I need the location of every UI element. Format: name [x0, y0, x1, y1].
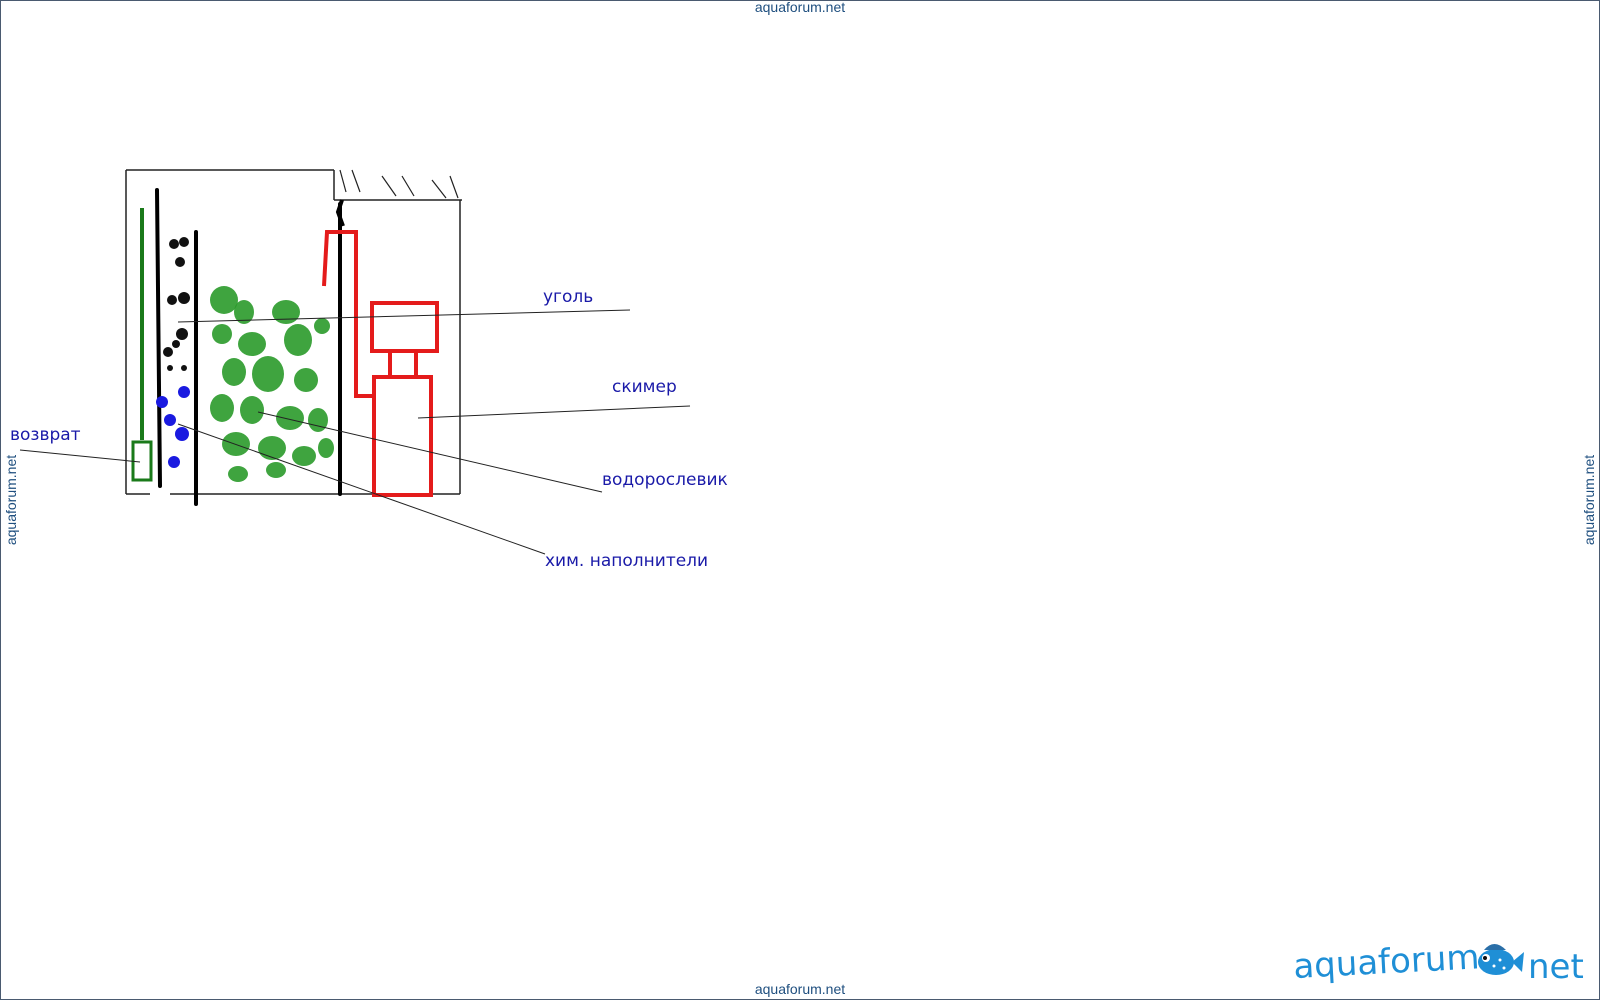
watermark-top: aquaforum.net [754, 0, 846, 15]
label-coal: уголь [543, 287, 593, 307]
skimmer [322, 230, 439, 497]
logo-word-aquaforum: aquaforum [1292, 937, 1480, 987]
leader-lines [19, 309, 691, 555]
chem-media [156, 386, 190, 468]
algae-refugium [210, 286, 334, 482]
return-pump [131, 208, 153, 482]
aquaforum-logo: aquaforum net [1292, 937, 1584, 987]
label-return: возврат [10, 425, 81, 445]
baffles [155, 188, 342, 506]
coal-media [163, 237, 190, 371]
label-chem: хим. наполнители [545, 551, 708, 571]
overhead-hatching [339, 169, 459, 199]
overflow-pipe [335, 199, 345, 227]
label-skimmer: скимер [612, 377, 677, 397]
fish-icon [1478, 944, 1524, 975]
watermark-bottom: aquaforum.net [754, 981, 846, 997]
logo-word-net: net [1528, 947, 1584, 987]
label-algae: водорослевик [602, 470, 728, 490]
